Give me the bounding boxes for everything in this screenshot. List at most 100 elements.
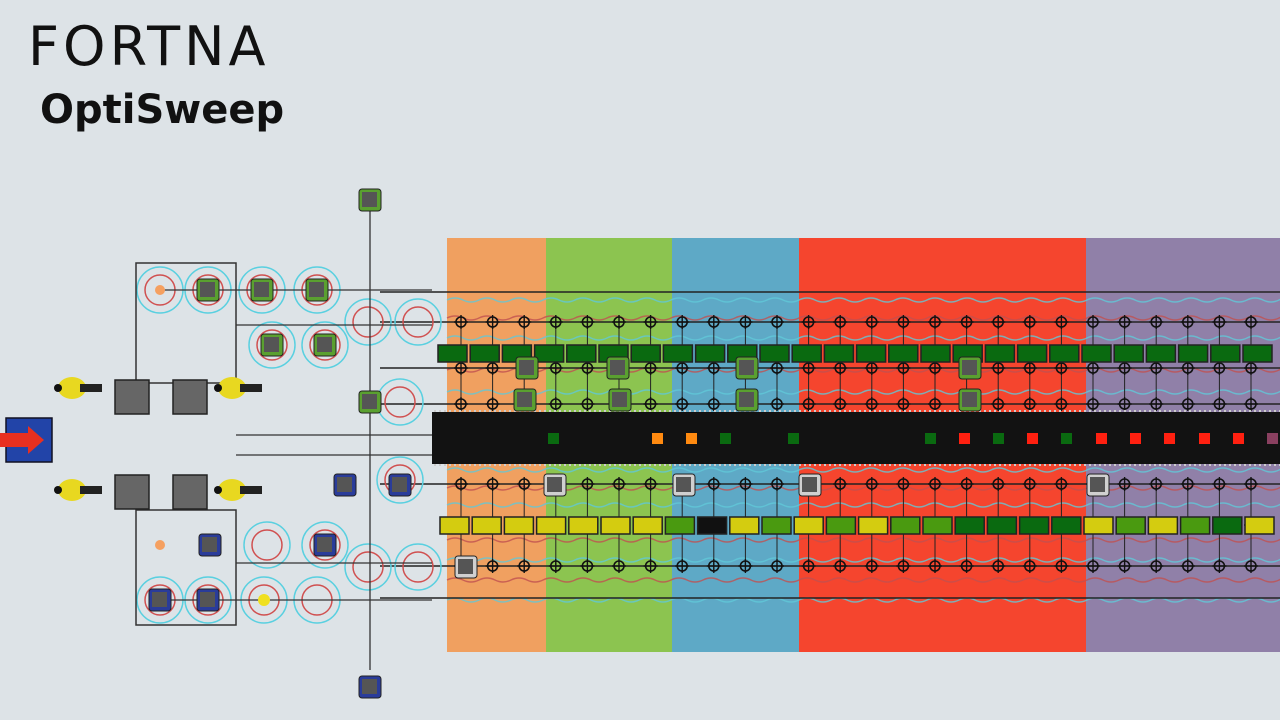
- crosshair-node-icon: [896, 397, 911, 411]
- crosshair-node-icon: [991, 559, 1006, 573]
- worker-icon: [214, 479, 262, 501]
- belt-tick: [1084, 410, 1086, 412]
- worker-body: [218, 479, 246, 501]
- belt-tick: [619, 464, 621, 466]
- robot-blue: [148, 588, 172, 612]
- belt-tick: [949, 410, 951, 412]
- crosshair-node-icon: [1086, 397, 1100, 411]
- belt-tick: [739, 464, 741, 466]
- cyan-ring: [394, 543, 442, 591]
- belt-tick: [659, 410, 661, 412]
- pick-station: [114, 474, 150, 510]
- tote-upper: [920, 344, 951, 363]
- crosshair-node-icon: [1086, 559, 1100, 573]
- crosshair-node-icon: [864, 361, 879, 375]
- belt-tick: [1184, 464, 1186, 466]
- belt-tick: [1144, 464, 1146, 466]
- belt-tick: [909, 410, 911, 412]
- belt-tick: [1194, 464, 1196, 466]
- belt-tick: [1099, 464, 1101, 466]
- tote-lower: [890, 516, 921, 535]
- belt-tick: [449, 410, 451, 412]
- worker-body: [58, 479, 86, 501]
- belt-tick: [1134, 464, 1136, 466]
- crosshair-node-icon: [1212, 559, 1227, 573]
- tote-lower: [1147, 516, 1179, 535]
- crosshair-node-icon: [1180, 361, 1195, 375]
- crosshair-node-icon: [643, 559, 658, 573]
- belt-tick: [674, 464, 676, 466]
- crosshair-node-icon: [485, 559, 500, 573]
- crosshair-node-icon: [643, 361, 658, 375]
- crosshair-node-icon: [1244, 315, 1258, 329]
- belt-tick: [1274, 410, 1276, 412]
- totes-layer: [437, 344, 1275, 535]
- belt-tick: [904, 464, 906, 466]
- crosshair-node-icon: [801, 315, 816, 329]
- crosshair-node-icon: [738, 559, 753, 573]
- robot-top: [962, 392, 977, 407]
- belt-tick: [764, 410, 766, 412]
- robot-green: [606, 356, 630, 380]
- wave-line: [446, 297, 1280, 303]
- belt-tick: [1189, 410, 1191, 412]
- belt-tick: [784, 410, 786, 412]
- belt-tick: [804, 464, 806, 466]
- belt-tick: [959, 464, 961, 466]
- crosshair-node-icon: [1212, 397, 1227, 411]
- crosshair-node-icon: [770, 559, 784, 573]
- robot-green: [313, 333, 337, 357]
- robot-top: [152, 592, 167, 607]
- belt-tick: [674, 410, 676, 412]
- belt-tick: [1259, 464, 1261, 466]
- belt-tick: [1044, 464, 1046, 466]
- belt-tick: [1209, 464, 1211, 466]
- belt-tick: [1074, 410, 1076, 412]
- belt-tick: [929, 410, 931, 412]
- belt-tick: [1264, 464, 1266, 466]
- belt-tick: [939, 410, 941, 412]
- tote-upper: [662, 344, 694, 363]
- belt-tick: [544, 464, 546, 466]
- belt-tick: [794, 464, 796, 466]
- crosshair-node-icon: [864, 559, 879, 573]
- belt-tick: [504, 410, 506, 412]
- worker-body: [218, 377, 246, 399]
- worker-legs: [240, 384, 262, 392]
- belt-tick: [799, 464, 801, 466]
- belt-tick: [954, 410, 956, 412]
- belt-tick: [669, 464, 671, 466]
- belt-tick: [874, 464, 876, 466]
- tote-lower: [729, 516, 760, 535]
- belt-tick: [644, 464, 646, 466]
- crosshair-node-icon: [580, 559, 595, 573]
- crosshair-node-icon: [833, 559, 848, 573]
- belt-tick: [1164, 410, 1166, 412]
- belt-tick: [1214, 464, 1216, 466]
- belt-tick: [709, 464, 711, 466]
- belt-tick: [864, 410, 866, 412]
- belt-tick: [879, 464, 881, 466]
- belt-tick: [604, 464, 606, 466]
- crosshair-node-icon: [485, 315, 500, 329]
- crosshair-node-icon: [1117, 397, 1132, 411]
- belt-tick: [1094, 464, 1096, 466]
- orange-node: [155, 285, 165, 295]
- robot-top: [962, 360, 977, 375]
- crosshair-node-icon: [517, 559, 532, 573]
- belt-tick: [999, 464, 1001, 466]
- belt-tick: [934, 464, 936, 466]
- belt-tick: [484, 464, 486, 466]
- belt-tick: [1139, 464, 1141, 466]
- crosshair-node-icon: [517, 315, 532, 329]
- tote-lower: [503, 516, 535, 535]
- belt-tick: [574, 464, 576, 466]
- crosshair-node-icon: [485, 397, 500, 411]
- orange-node: [155, 540, 165, 550]
- belt-tick: [839, 410, 841, 412]
- belt-tick: [1129, 464, 1131, 466]
- red-ring: [309, 529, 341, 561]
- belt-tick: [554, 464, 556, 466]
- active-node: [258, 594, 270, 606]
- belt-tick: [659, 464, 661, 466]
